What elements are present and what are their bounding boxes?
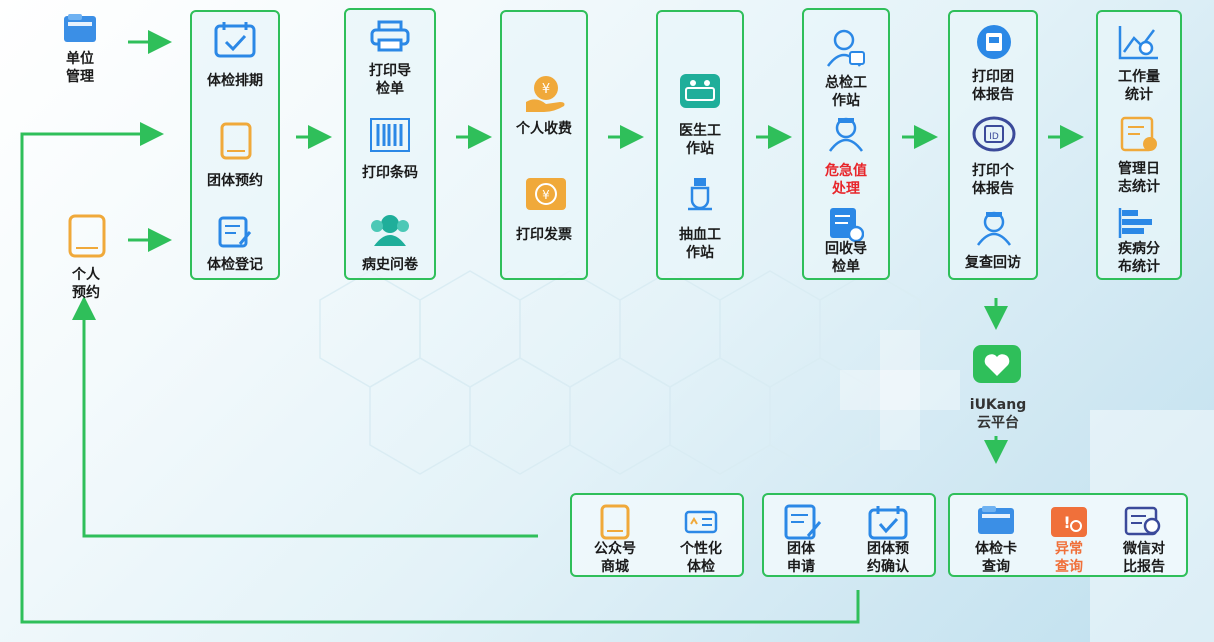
svg-text:ID: ID <box>989 132 999 142</box>
wechat-entry-box <box>570 493 744 577</box>
tablet-icon <box>600 504 630 544</box>
follow-up-nurse-icon <box>976 210 1012 250</box>
unit-management-label[interactable]: 单位 管理 <box>66 51 94 85</box>
print-group-report-label[interactable]: 打印团 体报告 <box>972 69 1014 103</box>
chief-doctor-icon <box>826 28 866 72</box>
barcode-icon <box>370 118 410 156</box>
svg-text:!: ! <box>1063 513 1070 532</box>
svg-text:¥: ¥ <box>542 188 550 202</box>
group-booking-label[interactable]: 团体预约 <box>207 173 263 189</box>
return-guide-label[interactable]: 回收导 检单 <box>825 241 867 275</box>
compare-report-icon <box>1124 506 1164 542</box>
personal-payment-label[interactable]: 个人收费 <box>516 121 572 137</box>
print-guide-label[interactable]: 打印导 检单 <box>369 63 411 97</box>
chief-workstation-label[interactable]: 总检工 作站 <box>825 75 867 109</box>
group-apply-label[interactable]: 团体 申请 <box>787 541 815 575</box>
workstation-box <box>656 10 744 280</box>
invoice-icon: ¥ <box>524 176 568 216</box>
personal-report-icon: ID <box>972 116 1016 156</box>
log-stats-label[interactable]: 管理日 志统计 <box>1118 161 1160 195</box>
abnormal-query-label[interactable]: 异常 查询 <box>1055 541 1083 575</box>
iukang-cloud-icon <box>972 344 1022 388</box>
exam-schedule-label[interactable]: 体检排期 <box>207 73 263 89</box>
workload-stats-label[interactable]: 工作量 统计 <box>1118 69 1160 103</box>
people-icon <box>368 212 412 252</box>
statistics-box <box>1096 10 1182 280</box>
chart-search-icon <box>1118 24 1162 64</box>
edit-form-icon <box>218 216 252 252</box>
calendar-check-icon <box>868 504 908 544</box>
calendar-check-icon <box>214 20 256 62</box>
group-report-icon <box>974 24 1014 64</box>
nurse-icon <box>828 116 864 156</box>
alert-search-icon: ! <box>1050 506 1088 542</box>
log-report-icon <box>1120 116 1160 156</box>
doctor-workstation-label[interactable]: 医生工 作站 <box>679 123 721 157</box>
return-form-icon <box>828 206 865 246</box>
tablet-icon <box>68 214 106 262</box>
exam-registration-label[interactable]: 体检登记 <box>207 257 263 273</box>
card-query-label[interactable]: 体检卡 查询 <box>975 541 1017 575</box>
medical-history-label[interactable]: 病史问卷 <box>362 257 418 273</box>
folder-icon <box>976 504 1016 540</box>
critical-value-label[interactable]: 危急值 处理 <box>825 163 867 197</box>
registration-box <box>190 10 280 280</box>
custom-exam-label[interactable]: 个性化 体检 <box>680 541 722 575</box>
printer-icon <box>370 20 410 56</box>
personal-booking-label[interactable]: 个人 预约 <box>72 267 100 301</box>
edit-form-icon <box>784 504 822 544</box>
coin-hand-icon: ¥ <box>524 74 568 116</box>
print-personal-report-label[interactable]: 打印个 体报告 <box>972 163 1014 197</box>
group-confirm-label[interactable]: 团体预 约确认 <box>867 541 909 575</box>
follow-up-label[interactable]: 复查回访 <box>965 255 1021 271</box>
iukang-cloud-label[interactable]: iUKang 云平台 <box>969 397 1027 431</box>
doctor-station-icon <box>678 72 722 114</box>
wechat-compare-label[interactable]: 微信对 比报告 <box>1123 541 1165 575</box>
payment-box <box>500 10 588 280</box>
blood-draw-icon <box>686 176 714 216</box>
disease-stats-label[interactable]: 疾病分 布统计 <box>1118 241 1160 275</box>
print-invoice-label[interactable]: 打印发票 <box>516 227 572 243</box>
bar-chart-icon <box>1118 206 1158 244</box>
wechat-mall-label[interactable]: 公众号 商城 <box>594 541 636 575</box>
blood-workstation-label[interactable]: 抽血工 作站 <box>679 227 721 261</box>
tablet-icon <box>220 122 252 164</box>
custom-exam-icon <box>684 510 718 538</box>
svg-text:¥: ¥ <box>542 82 550 97</box>
print-barcode-label[interactable]: 打印条码 <box>362 165 418 181</box>
folder-icon <box>62 12 98 48</box>
